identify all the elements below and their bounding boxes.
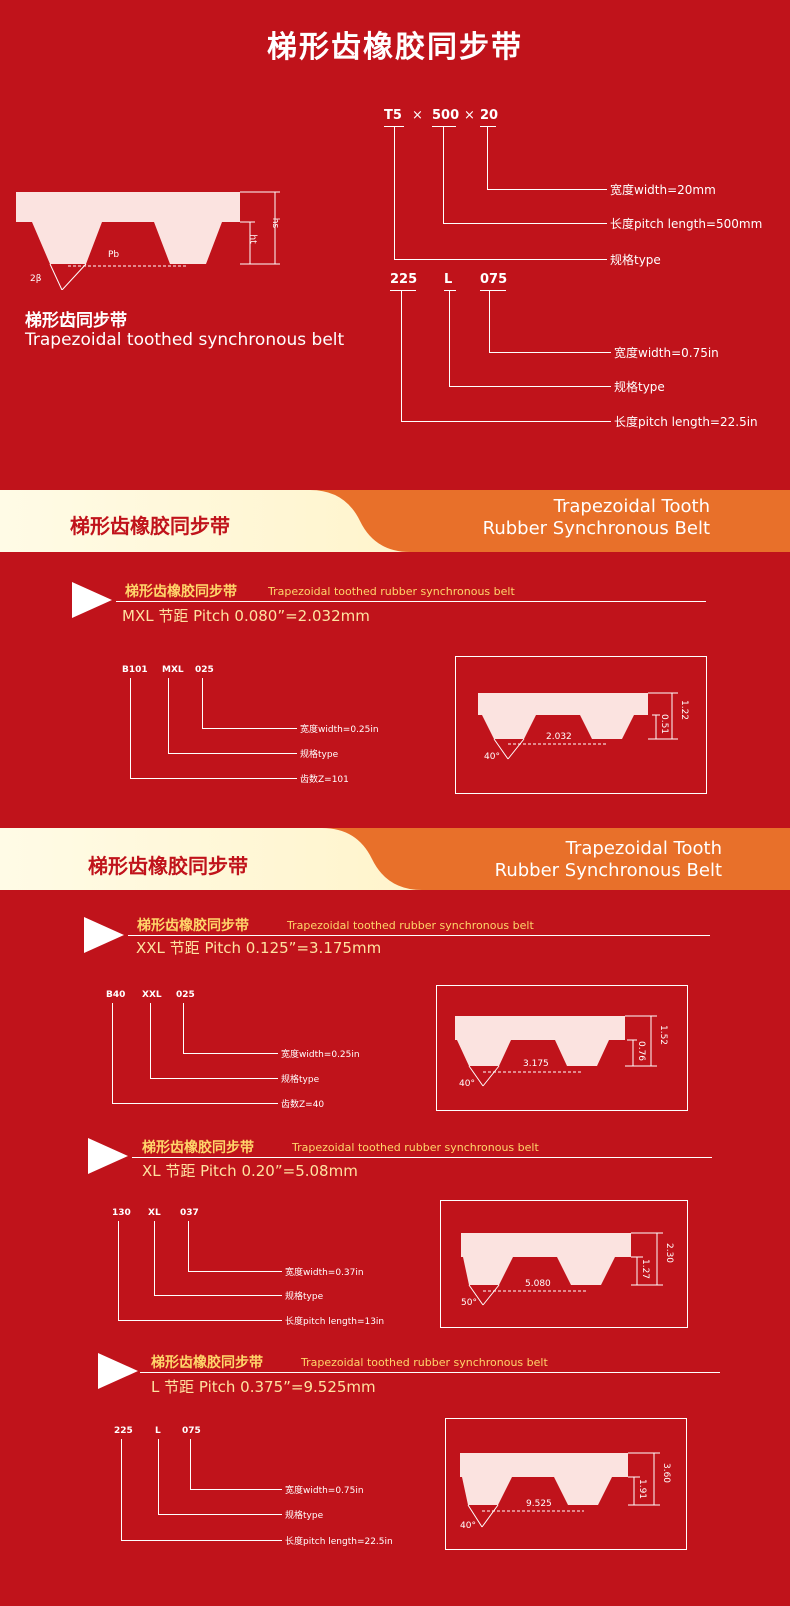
spec-label: 宽度width=0.37in [285, 1268, 364, 1278]
metric-width-label: 宽度width=20mm [610, 183, 716, 197]
spec-label: 规格type [285, 1292, 324, 1302]
arrow-icon [88, 1138, 128, 1174]
arrow-icon [84, 917, 124, 953]
diagram-height: 2.30 [664, 1242, 675, 1264]
spec-label: 宽度width=0.25in [281, 1050, 360, 1060]
spec-label: 宽度width=0.25in [300, 725, 379, 735]
banner-en-line1: Trapezoidal Tooth [565, 838, 722, 859]
spec-code: XXL [142, 990, 162, 1000]
spec-label: 规格type [281, 1075, 320, 1085]
spec-code: XL [148, 1208, 161, 1218]
intro-cn: 梯形齿同步带 [25, 311, 127, 331]
code-sep: × [412, 108, 423, 123]
section-banner: 梯形齿橡胶同步带 Trapezoidal Tooth Rubber Synchr… [0, 490, 790, 552]
code-sep: × [464, 108, 475, 123]
spec-label: 齿数Z=40 [281, 1100, 325, 1110]
angle-label: 2β [30, 274, 42, 284]
section-pitch: MXL 节距 Pitch 0.080”=2.032mm [122, 607, 370, 625]
hs-label: hs [270, 217, 281, 229]
diagram-angle: 40° [484, 752, 500, 762]
spec-code: 037 [180, 1208, 199, 1218]
diagram-angle: 40° [459, 1079, 475, 1089]
spec-code: 025 [195, 665, 214, 675]
diagram-tooth-height: 1.91 [637, 1478, 648, 1500]
section-en: Trapezoidal toothed rubber synchronous b… [287, 919, 534, 932]
section-cn: 梯形齿橡胶同步带 [151, 1355, 263, 1371]
spec-code: 025 [176, 990, 195, 1000]
tooth-profile-diagram: 2.032 40° 1.22 0.51 [455, 656, 707, 794]
section-pitch: L 节距 Pitch 0.375”=9.525mm [151, 1378, 376, 1396]
tooth-profile-diagram: 9.525 40° 3.60 1.91 [445, 1418, 687, 1550]
banner-en-line1: Trapezoidal Tooth [553, 496, 710, 517]
diagram-pitch: 9.525 [526, 1499, 552, 1509]
diagram-tooth-height: 1.27 [640, 1258, 651, 1280]
intro-belt-diagram [16, 191, 280, 290]
arrow-icon [72, 582, 112, 618]
imperial-type-label: 规格type [614, 380, 665, 394]
imperial-width-label: 宽度width=0.75in [614, 346, 719, 360]
metric-length-label: 长度pitch length=500mm [610, 217, 763, 231]
section-banner: 梯形齿橡胶同步带 Trapezoidal Tooth Rubber Synchr… [0, 828, 790, 890]
banner-en-line2: Rubber Synchronous Belt [494, 860, 722, 881]
spec-label: 长度pitch length=13in [285, 1317, 385, 1327]
tooth-profile-diagram: 3.175 40° 1.52 0.76 [436, 985, 688, 1111]
code-width: 20 [480, 108, 499, 123]
section-en: Trapezoidal toothed rubber synchronous b… [268, 585, 515, 598]
spec-label: 长度pitch length=22.5in [285, 1537, 393, 1547]
page-title: 梯形齿橡胶同步带 [267, 30, 523, 65]
spec-code: MXL [162, 665, 184, 675]
section-cn: 梯形齿橡胶同步带 [125, 584, 237, 600]
pb-label: Pb [108, 250, 120, 260]
spec-code: 225 [114, 1426, 133, 1436]
code-width: 075 [480, 272, 508, 287]
spec-label: 齿数Z=101 [300, 775, 349, 785]
spec-code: L [155, 1426, 161, 1436]
diagram-height: 3.60 [661, 1462, 672, 1484]
banner-en-line2: Rubber Synchronous Belt [482, 518, 710, 539]
code-length: 225 [390, 272, 418, 287]
diagram-pitch: 5.080 [525, 1279, 551, 1289]
spec-label: 规格type [285, 1511, 324, 1521]
section-pitch: XL 节距 Pitch 0.20”=5.08mm [142, 1162, 358, 1180]
banner-cn: 梯形齿橡胶同步带 [70, 514, 230, 538]
section-cn: 梯形齿橡胶同步带 [137, 918, 249, 934]
spec-code: 075 [182, 1426, 201, 1436]
spec-label: 规格type [300, 750, 339, 760]
ht-label: ht [247, 234, 258, 244]
diagram-pitch: 2.032 [546, 732, 572, 742]
section-pitch: XXL 节距 Pitch 0.125”=3.175mm [136, 939, 382, 957]
banner-cn: 梯形齿橡胶同步带 [88, 854, 248, 878]
tooth-profile-diagram: 5.080 50° 2.30 1.27 [440, 1200, 688, 1328]
diagram-tooth-height: 0.76 [636, 1040, 647, 1062]
code-type: L [444, 272, 453, 287]
intro-en: Trapezoidal toothed synchronous belt [25, 330, 345, 350]
section-en: Trapezoidal toothed rubber synchronous b… [301, 1356, 548, 1369]
spec-code: 130 [112, 1208, 131, 1218]
diagram-height: 1.22 [679, 699, 690, 721]
diagram-height: 1.52 [658, 1024, 669, 1046]
arrow-icon [98, 1353, 138, 1389]
code-length: 500 [432, 108, 460, 123]
diagram-angle: 40° [460, 1521, 476, 1531]
section-en: Trapezoidal toothed rubber synchronous b… [292, 1141, 539, 1154]
metric-type-label: 规格type [610, 253, 661, 267]
diagram-angle: 50° [461, 1298, 477, 1308]
diagram-tooth-height: 0.51 [659, 713, 670, 735]
imperial-length-label: 长度pitch length=22.5in [614, 415, 758, 429]
spec-code: B40 [106, 990, 126, 1000]
spec-label: 宽度width=0.75in [285, 1486, 364, 1496]
diagram-pitch: 3.175 [523, 1059, 549, 1069]
section-cn: 梯形齿橡胶同步带 [142, 1140, 254, 1156]
spec-code: B101 [122, 665, 148, 675]
code-type: T5 [384, 108, 402, 123]
